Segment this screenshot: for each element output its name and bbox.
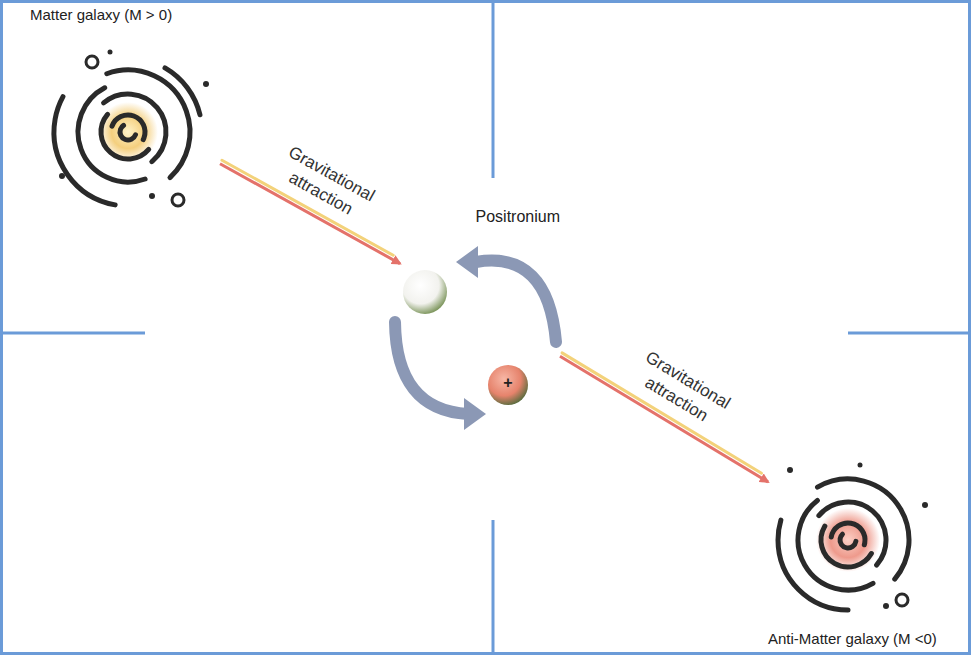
node-title: Positronium [476,208,560,226]
node-title: Anti-Matter galaxy (M <0) [768,630,937,647]
matter-galaxy [27,31,229,233]
node-title: Matter galaxy (M > 0) [30,6,172,23]
antimatter-galaxy [765,457,932,624]
galaxy-node: Anti-Matter galaxy (M <0) [768,435,964,647]
positronium-illustration [395,246,556,430]
galaxy-node: Matter galaxy (M > 0) [30,6,220,216]
galaxy-node: Positronium [400,208,560,408]
charge-sign: + [496,374,520,392]
